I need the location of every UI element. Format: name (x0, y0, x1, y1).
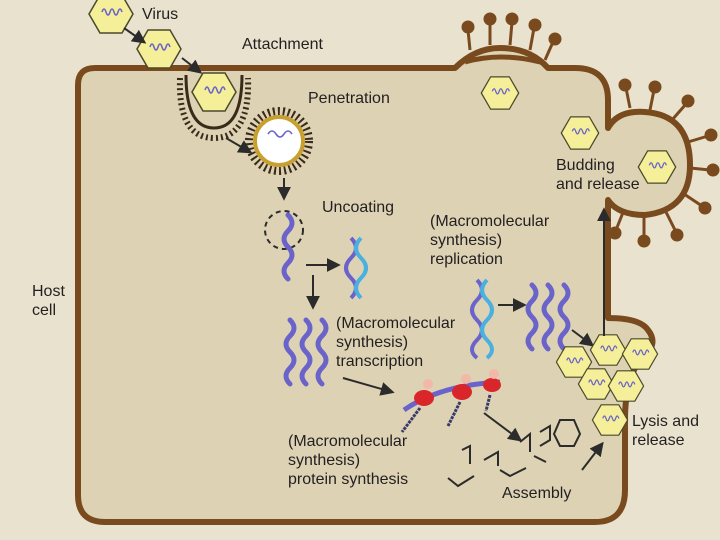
uncoating-capsid-outline (264, 210, 304, 250)
virus-free-2 (136, 29, 182, 69)
label-lysis: Lysis and release (632, 413, 699, 449)
label-virus: Virus (142, 6, 179, 23)
genome-helix-2 (470, 278, 494, 360)
label-attachment: Attachment (242, 36, 323, 53)
label-assembly: Assembly (502, 485, 572, 502)
host-cell-membrane (75, 45, 693, 525)
ribosome-complex (400, 369, 501, 433)
label-replication: (Macromolecular synthesis) replication (430, 213, 550, 268)
label-penetration: Penetration (308, 90, 390, 107)
penetration-vesicle (245, 107, 313, 175)
genome-helix-1 (344, 236, 368, 300)
label-host-cell: Host cell (32, 283, 65, 319)
label-budding: Budding and release (556, 157, 640, 193)
capsid-protein-fragments (447, 419, 582, 488)
label-transcription: (Macromolecular synthesis) transcription (336, 315, 456, 370)
budding-spikes-top (461, 12, 562, 61)
budding-spikes-right (608, 78, 720, 248)
label-protein-synthesis: (Macromolecular synthesis) protein synth… (288, 433, 409, 488)
label-uncoating: Uncoating (322, 199, 395, 216)
virus-free-1 (88, 0, 134, 34)
